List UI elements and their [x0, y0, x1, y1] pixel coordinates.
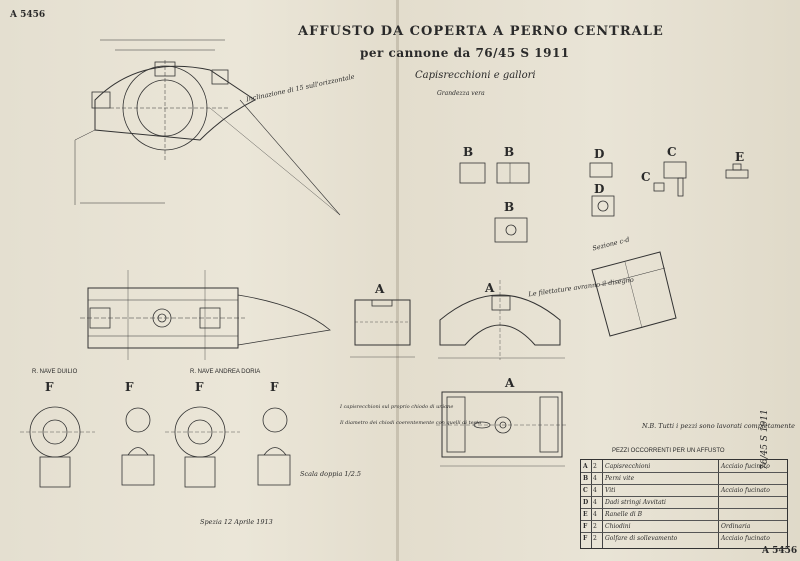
sheet-fold [396, 0, 399, 561]
label-e: E [735, 150, 745, 164]
label-a3: A [505, 376, 515, 390]
label-b3: B [504, 200, 515, 214]
eyebolt-views [20, 406, 291, 488]
label-f3: F [195, 380, 204, 394]
view-a-side [350, 299, 415, 358]
plan-view [80, 270, 331, 360]
label-c1: C [667, 145, 677, 159]
label-b1: B [463, 145, 474, 159]
view-a-front [438, 280, 565, 360]
top-left-view [74, 39, 341, 216]
parts-table-heading: PEZZI OCCORRENTI PER UN AFFUSTO [612, 448, 725, 454]
label-d2: D [594, 182, 605, 196]
note-scale: Scala doppia 1/2.5 [300, 470, 362, 478]
note-signature: Spezia 12 Aprile 1913 [200, 518, 273, 526]
ship-label-duilio: R. NAVE DUILIO [32, 369, 78, 375]
title-subtitle: per cannone da 76/45 S 1911 [360, 46, 570, 60]
note-mid-1: I capisrecchioni sul proprio chiodo di u… [340, 404, 454, 410]
sheet-number-top: A 5456 [10, 10, 46, 20]
label-a1: A [375, 282, 385, 296]
title-scale: Grandezza vera [437, 90, 485, 97]
ship-label-doria: R. NAVE ANDREA DORIA [190, 369, 261, 375]
label-b2: B [504, 145, 515, 159]
view-a-plan [436, 391, 568, 467]
section-cd [591, 251, 677, 337]
title-parts: Capisrecchioni e gallori [415, 70, 536, 81]
label-f4: F [270, 380, 279, 394]
view-d-c-e-parts [589, 161, 749, 217]
view-b-parts [459, 162, 530, 243]
label-f1: F [45, 380, 54, 394]
label-a2: A [485, 281, 495, 295]
note-mid-2: Il diametro dei chiodi coerentemente con… [340, 420, 482, 426]
label-d1: D [594, 147, 605, 161]
sheet-number-bottom: A 5456 [762, 546, 798, 556]
note-all-parts: N.B. Tutti i pezzi sono lavorati complet… [642, 422, 795, 430]
title-main: AFFUSTO DA COPERTA A PERNO CENTRALE [298, 24, 664, 39]
label-f2: F [125, 380, 134, 394]
label-c2: C [641, 170, 651, 184]
